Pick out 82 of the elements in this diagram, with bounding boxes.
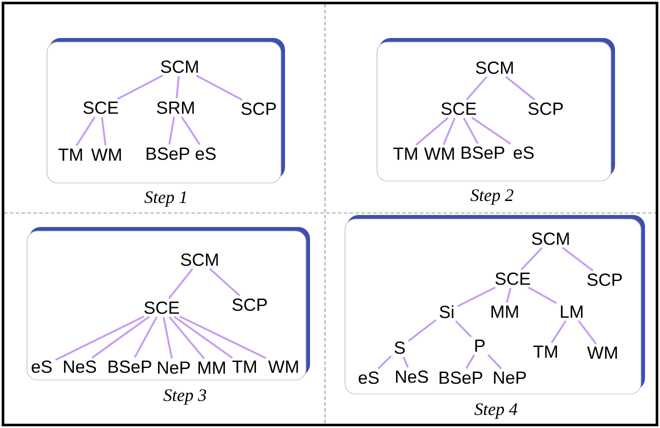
tree-line xyxy=(466,76,488,100)
tree-label: Si xyxy=(440,305,454,318)
tree-label: NeP xyxy=(158,362,190,374)
tree-label: SCM xyxy=(532,232,569,245)
tree-label: SCE xyxy=(144,301,180,314)
tree-label: BSeP xyxy=(108,360,152,373)
tree-line xyxy=(487,354,502,370)
tree-label: TM xyxy=(232,360,256,373)
tree-line xyxy=(505,76,536,100)
tree-label: eS xyxy=(32,360,52,373)
panel-box xyxy=(46,38,285,184)
tree-label: TM xyxy=(393,148,417,160)
tree-label: MM xyxy=(198,362,225,374)
tree-line xyxy=(168,268,194,300)
tree-label: BSeP xyxy=(146,147,190,160)
tree-label: SCM xyxy=(476,61,513,74)
step-caption: Step 3 xyxy=(163,389,206,405)
tree-label: SCM xyxy=(160,60,198,73)
tree-label: SRM xyxy=(156,101,194,114)
tree-line xyxy=(550,320,567,344)
tree-label: eS xyxy=(196,147,216,160)
tree-label: TM xyxy=(58,148,82,161)
tree-label: MM xyxy=(492,306,518,318)
tree-line xyxy=(196,74,243,101)
tree-label: eS xyxy=(358,372,379,384)
tree-label: SCP xyxy=(587,274,622,286)
tree-line xyxy=(168,116,175,144)
tree-label: WM xyxy=(268,360,298,373)
step-caption: Step 4 xyxy=(474,403,518,419)
tree-label: eS xyxy=(514,146,534,159)
tree-label: SCE xyxy=(83,101,118,114)
tree-label: BSeP xyxy=(440,372,482,384)
tree-label: SCE xyxy=(441,102,476,115)
tree-label: TM xyxy=(533,346,557,358)
tree-line xyxy=(506,288,512,303)
tree-label: P xyxy=(475,340,485,352)
tree-line xyxy=(100,116,106,146)
step-caption: Step 2 xyxy=(470,189,514,205)
tree-label: SCP xyxy=(528,102,563,115)
panel-box xyxy=(344,215,645,394)
tree-line xyxy=(408,319,437,342)
tree-line xyxy=(465,354,476,369)
tree-line xyxy=(209,268,240,296)
panel-box xyxy=(376,38,615,182)
tree-line xyxy=(117,74,164,100)
tree-line xyxy=(162,316,173,359)
tree-label: WM xyxy=(424,148,454,160)
tree-line xyxy=(528,286,557,304)
tree-line xyxy=(520,247,543,270)
tree-label: S xyxy=(394,342,405,354)
tree-line xyxy=(402,356,409,368)
tree-line xyxy=(415,116,449,146)
tree-line xyxy=(176,76,180,98)
tree-line xyxy=(471,116,512,145)
tree-line xyxy=(462,118,478,144)
tree-label: WM xyxy=(91,148,121,161)
tree-label: SCP xyxy=(241,102,276,115)
tree-line xyxy=(92,316,150,359)
tree-line xyxy=(180,116,200,146)
tree-line xyxy=(168,316,205,360)
tree-line xyxy=(562,246,594,272)
tree-line xyxy=(578,320,597,344)
step-caption: Step 1 xyxy=(144,191,186,207)
tree-line xyxy=(457,286,496,308)
tree-label: SCE xyxy=(495,272,530,285)
tree-label: NeS xyxy=(64,360,96,373)
tree-line xyxy=(377,355,392,370)
tree-label: LM xyxy=(560,306,582,318)
tree-label: SCP xyxy=(232,298,267,311)
tree-label: WM xyxy=(587,346,617,359)
panel-box xyxy=(26,227,310,380)
tree-line xyxy=(179,316,266,359)
tree-label: SCM xyxy=(180,253,218,266)
tree-line xyxy=(174,316,233,359)
tree-line xyxy=(455,320,472,338)
tree-line xyxy=(134,316,158,358)
tree-line xyxy=(76,116,96,146)
tree-line xyxy=(442,118,456,145)
tree-label: BSeP xyxy=(462,146,504,159)
tree-line xyxy=(55,316,144,361)
tree-label: NeP xyxy=(494,372,526,384)
tree-label: NeS xyxy=(396,370,428,383)
